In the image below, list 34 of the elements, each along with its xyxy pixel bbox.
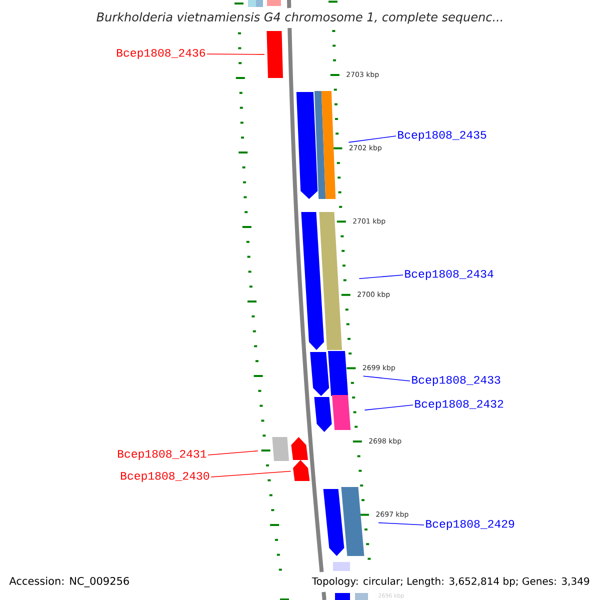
gene-bar <box>266 31 283 78</box>
gene-bar <box>321 91 336 199</box>
gene-bar <box>272 437 289 461</box>
leader-line <box>358 274 404 280</box>
gene-block <box>296 92 318 199</box>
gene-block <box>293 460 310 481</box>
gene-bar <box>314 91 326 199</box>
gene-bar <box>328 351 348 396</box>
gene-block <box>291 437 308 460</box>
gene-label: Bcep1808_2429 <box>426 520 514 530</box>
leader-line <box>364 404 414 410</box>
gene-block <box>323 489 344 556</box>
gene-block <box>310 352 330 396</box>
gene-bar <box>332 395 351 430</box>
footer-text: Topology: circular; Length: 3,652,814 bp; Genes: 3,349 <box>312 577 590 587</box>
title: Burkholderia vietnamiensis G4 chromosome 1, complete sequenc... <box>96 12 502 24</box>
gene-label: Bcep1808_2432 <box>415 400 504 410</box>
leader-line <box>208 450 258 456</box>
gene-label: Bcep1808_2434 <box>405 270 494 280</box>
gene-block <box>314 397 332 432</box>
gene-label: Bcep1808_2431 <box>118 450 206 460</box>
gene-label: Bcep1808_2430 <box>121 472 210 482</box>
leader-line <box>210 470 292 478</box>
gene-label: Bcep1808_2433 <box>412 376 500 386</box>
leader-line <box>362 376 410 382</box>
gene-block <box>301 212 324 350</box>
leader-line <box>378 522 424 526</box>
leader-line <box>348 136 396 143</box>
leader-line <box>206 54 265 55</box>
footer-text: Accession: NC_009256 <box>9 576 129 588</box>
gene-bar <box>319 212 342 350</box>
gene-label: Bcep1808_2436 <box>117 48 206 60</box>
gene-bar <box>341 487 364 556</box>
gene-label: Bcep1808_2435 <box>398 130 486 142</box>
